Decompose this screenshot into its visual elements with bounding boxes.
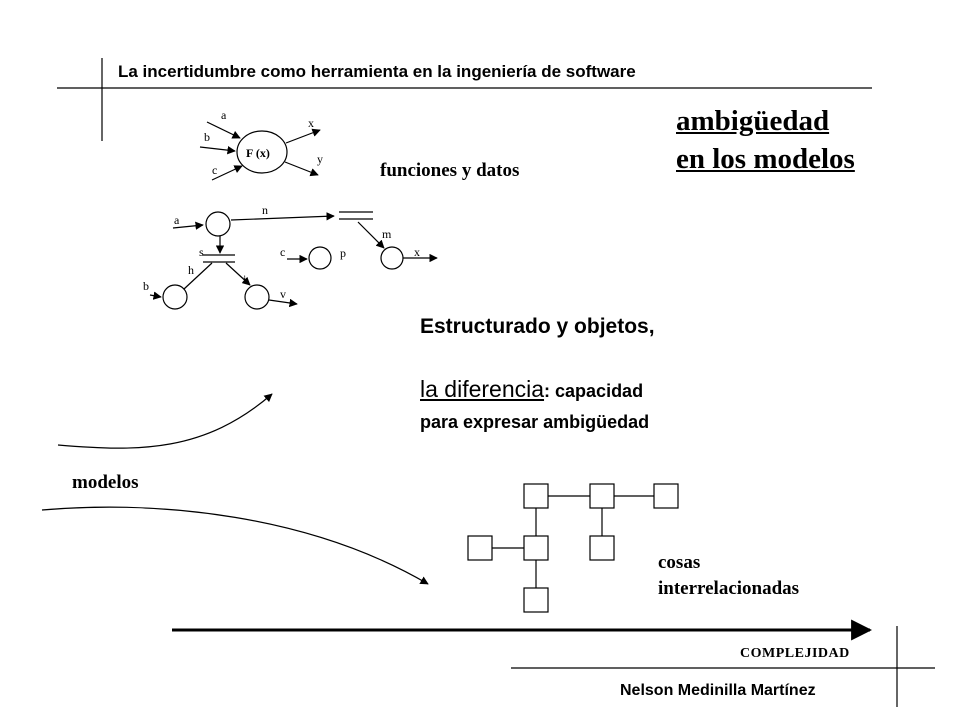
flow-b <box>149 291 162 300</box>
things-label-line2: interrelacionadas <box>658 578 800 599</box>
models-label: modelos <box>72 472 139 493</box>
function-node-circle <box>236 130 288 174</box>
object-box-top-right <box>653 483 679 509</box>
process-circle-b <box>162 284 188 310</box>
object-box-left <box>467 535 493 561</box>
flow-label-n: n <box>262 203 268 217</box>
process-circle-p <box>308 246 332 270</box>
dataflow-labels: a n s c p m x h i b v <box>143 203 420 301</box>
object-box-top-left <box>523 483 549 509</box>
flow-label-x: x <box>414 245 420 259</box>
output-label-y: y <box>317 152 323 166</box>
flow-h <box>183 262 213 290</box>
flow-v <box>268 298 298 308</box>
curve-objects-arrow <box>41 506 429 585</box>
process-circle-x <box>380 246 404 270</box>
function-node-diagram <box>199 121 321 181</box>
output-arrow-x <box>285 128 321 144</box>
flow-label-m: m <box>382 227 392 241</box>
input-arrow-b <box>199 145 236 155</box>
dataflow-diagram <box>149 211 438 310</box>
flow-label-h: h <box>188 263 194 277</box>
flow-label-a: a <box>174 213 180 227</box>
ambiguity-heading-line1: ambigüedad <box>676 105 830 137</box>
flow-m <box>357 221 385 249</box>
object-box-lower-middle <box>589 535 615 561</box>
output-label-x: x <box>308 116 314 130</box>
author-footer: Nelson Medinilla Martínez <box>620 682 816 699</box>
statement-diff: la diferencia <box>420 376 545 402</box>
flow-i <box>225 262 251 286</box>
object-box-top-middle <box>589 483 615 509</box>
model-curves <box>41 393 429 585</box>
flow-label-p: p <box>340 246 346 260</box>
process-circle-top <box>205 211 231 237</box>
input-arrow-a <box>206 121 241 139</box>
slide-title: La incertidumbre como herramienta en la … <box>118 62 636 81</box>
flow-label-b: b <box>143 279 149 293</box>
flow-n <box>230 212 335 221</box>
flow-a <box>172 221 204 230</box>
statement-diff-rest: : capacidad <box>544 381 644 401</box>
statement-line2: la diferencia: capacidad <box>420 376 643 403</box>
function-node-labels: F (x) a b c x y <box>204 108 323 177</box>
input-label-a: a <box>221 108 227 122</box>
flow-label-c: c <box>280 245 285 259</box>
frame-lines <box>57 58 935 707</box>
flow-label-v: v <box>280 287 286 301</box>
object-graph <box>467 483 679 613</box>
input-label-c: c <box>212 163 217 177</box>
functions-data-label: funciones y datos <box>380 160 520 181</box>
ambiguity-heading-line2: en los modelos <box>676 143 855 175</box>
input-arrow-c <box>211 165 243 181</box>
things-label-line1: cosas <box>658 552 701 573</box>
function-node-label: F (x) <box>246 146 270 160</box>
output-arrow-y <box>284 161 319 177</box>
object-box-bottom <box>523 587 549 613</box>
process-circle-v <box>244 284 270 310</box>
statement-line1: Estructurado y objetos, <box>420 315 655 338</box>
flow-label-s: s <box>199 245 204 259</box>
input-label-b: b <box>204 130 210 144</box>
statement-line3: para expresar ambigüedad <box>420 412 650 432</box>
complexity-label: COMPLEJIDAD <box>740 646 850 661</box>
curve-structured-arrow <box>57 393 273 449</box>
flow-label-i: i <box>243 272 247 286</box>
object-box-center <box>523 535 549 561</box>
